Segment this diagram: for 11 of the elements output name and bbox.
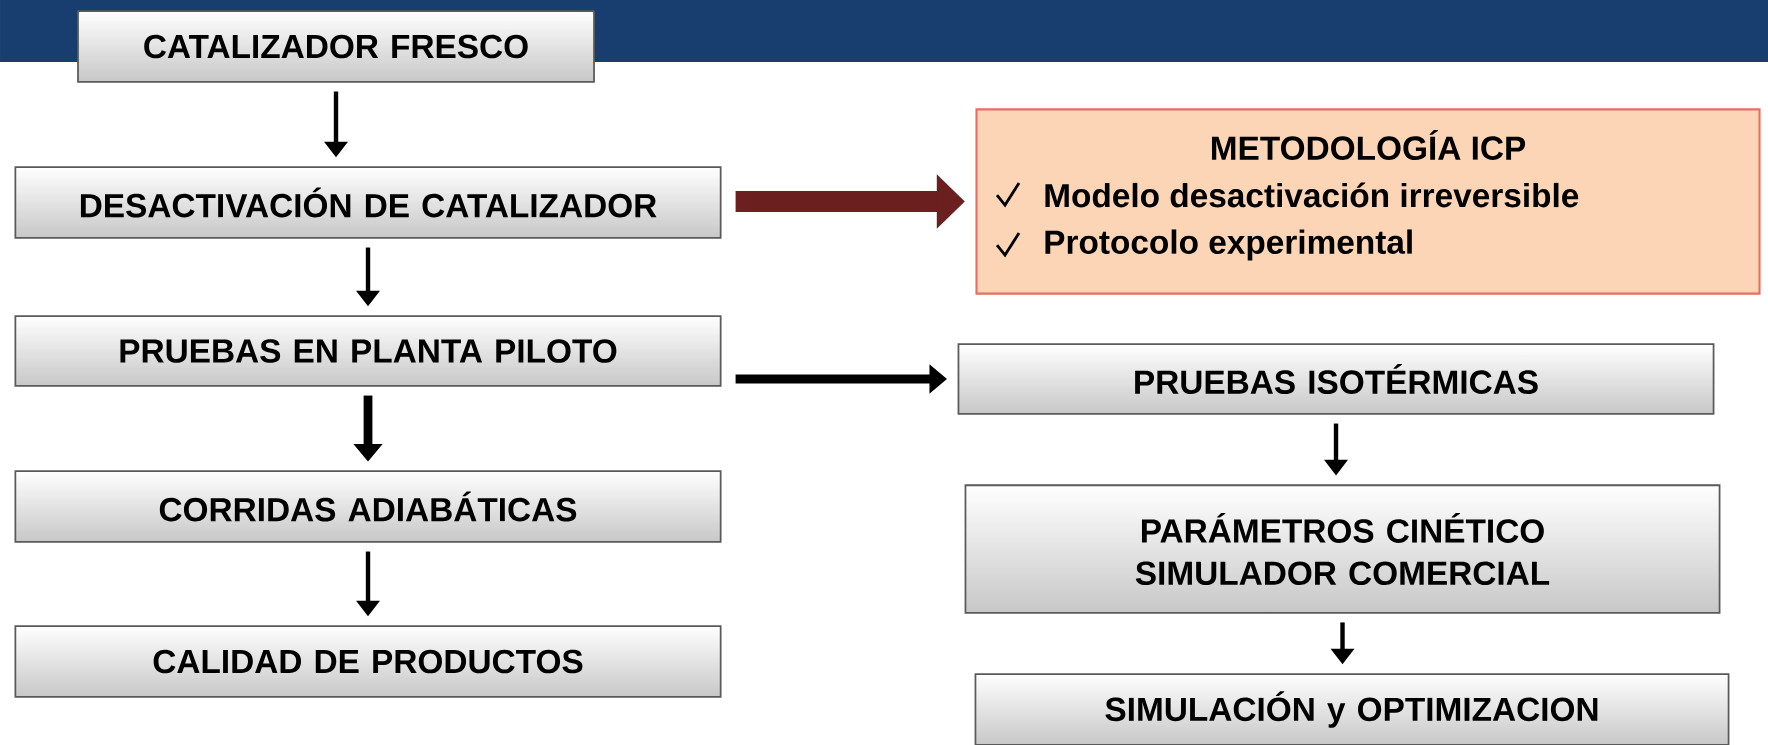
process-box: PRUEBAS ISOTÉRMICAS	[957, 343, 1715, 415]
process-box: PRUEBAS EN PLANTA PILOTO	[14, 315, 722, 387]
process-box: SIMULACIÓN y OPTIMIZACION	[974, 673, 1730, 745]
process-box: PARÁMETROS CINÉTICO SIMULADOR COMERCIAL	[964, 484, 1721, 614]
box-heading: METODOLOGÍA ICP	[1212, 130, 1526, 160]
process-box: CATALIZADOR FRESCO	[77, 10, 595, 83]
process-box: CORRIDAS ADIABÁTICAS	[14, 470, 722, 543]
list-item: Protocolo experimental	[1045, 229, 1412, 261]
list-item: Modelo desactivación irreversible	[1045, 182, 1579, 208]
process-box: DESACTIVACIÓN DE CATALIZADOR	[14, 166, 722, 239]
process-box: CALIDAD DE PRODUCTOS	[14, 625, 722, 698]
